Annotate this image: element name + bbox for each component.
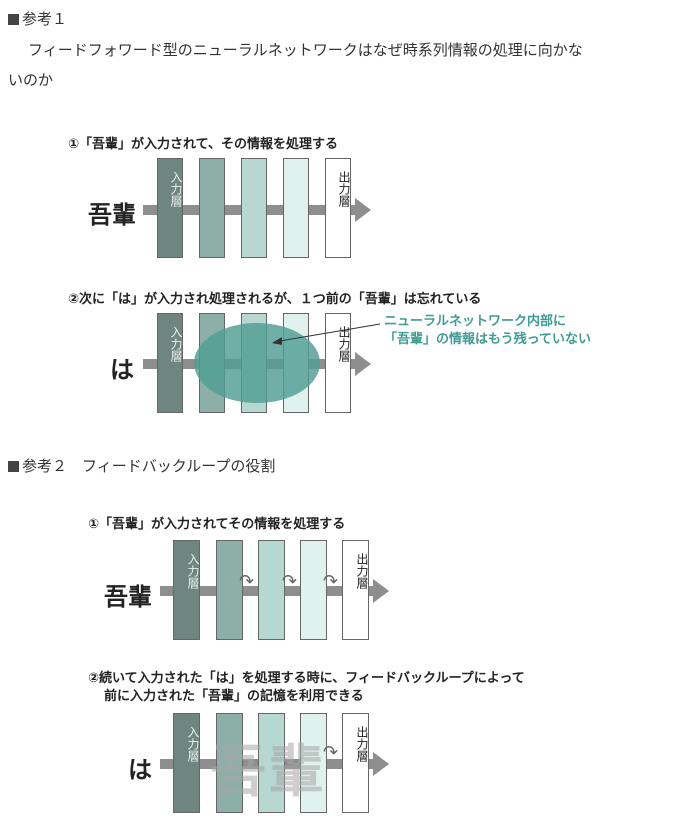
memory-ghost-word: 吾輩: [210, 740, 326, 805]
ref2-step1-input-word: 吾輩: [104, 583, 152, 611]
hidden-layer-1: [216, 540, 243, 640]
ref1-note-line1: ニューラルネットワーク内部に: [384, 314, 567, 329]
hidden-layer-2: [241, 158, 267, 258]
ref1-step1-input-word: 吾輩: [88, 201, 136, 229]
input-layer-label: 入力層: [186, 726, 200, 762]
ref1-step2-caption: ②次に「は」が入力され処理されるが、１つ前の「吾輩」は忘れている: [68, 292, 482, 307]
square-bullet-icon: [8, 461, 19, 472]
feedback-loop-icon: ↷: [323, 571, 339, 592]
arrow-head-icon: [355, 198, 371, 222]
ref1-title: 参考１: [8, 8, 67, 29]
output-layer: 出力層: [342, 540, 369, 640]
output-layer: 出力層: [325, 158, 351, 258]
hidden-layer-1: [199, 158, 225, 258]
output-layer-label: 出力層: [337, 171, 351, 207]
arrow-head-icon: [373, 752, 389, 776]
input-layer: 入力層: [157, 313, 183, 413]
ref2-step2-caption-line1: ②続いて入力された「は」を処理する時に、フィードバックループによって: [88, 671, 525, 686]
input-layer-label: 入力層: [169, 326, 183, 362]
square-bullet-icon: [8, 14, 19, 25]
ref1-step1-caption: ①「吾輩」が入力されて、その情報を処理する: [68, 137, 338, 152]
hidden-layer-3: [283, 158, 309, 258]
output-layer-label: 出力層: [355, 553, 369, 589]
hidden-layer-1: [216, 713, 243, 813]
ref2-step2-caption-line2: 前に入力された「吾輩」の記憶を利用できる: [104, 689, 364, 704]
hidden-layer-3: [300, 713, 327, 813]
hidden-layer-2: [258, 713, 285, 813]
arrow-head-icon: [373, 579, 389, 603]
feedback-loop-icon: ↷: [323, 742, 339, 763]
input-layer: 入力層: [173, 713, 200, 813]
feedback-loop-icon: ↷: [282, 571, 298, 592]
ref2-step2-input-word: は: [128, 756, 152, 784]
ref1-note-line2: 「吾輩」の情報はもう残っていない: [384, 332, 591, 347]
hidden-layer-2: [258, 540, 285, 640]
output-layer-label: 出力層: [355, 726, 369, 762]
ref2-step1-caption: ①「吾輩」が入力されてその情報を処理する: [88, 517, 346, 532]
ref2-title: 参考２ フィードバックループの役割: [8, 455, 275, 476]
pointer-line: [272, 323, 381, 345]
feedback-loop-icon: ↷: [239, 571, 255, 592]
ref1-step2-input-word: は: [110, 356, 134, 384]
ref1-intro-line1: フィードフォワード型のニューラルネットワークはなぜ時系列情報の処理に向かな: [28, 41, 583, 59]
hidden-layer-3: [300, 540, 327, 640]
output-layer: 出力層: [342, 713, 369, 813]
output-layer-label: 出力層: [337, 326, 351, 362]
input-layer-label: 入力層: [186, 553, 200, 589]
network-memory-blob: [194, 323, 320, 403]
ref1-intro-line2: いのか: [8, 71, 54, 89]
arrow-head-icon: [355, 352, 371, 376]
input-layer: 入力層: [173, 540, 200, 640]
input-layer: 入力層: [157, 158, 183, 258]
input-layer-label: 入力層: [169, 171, 183, 207]
